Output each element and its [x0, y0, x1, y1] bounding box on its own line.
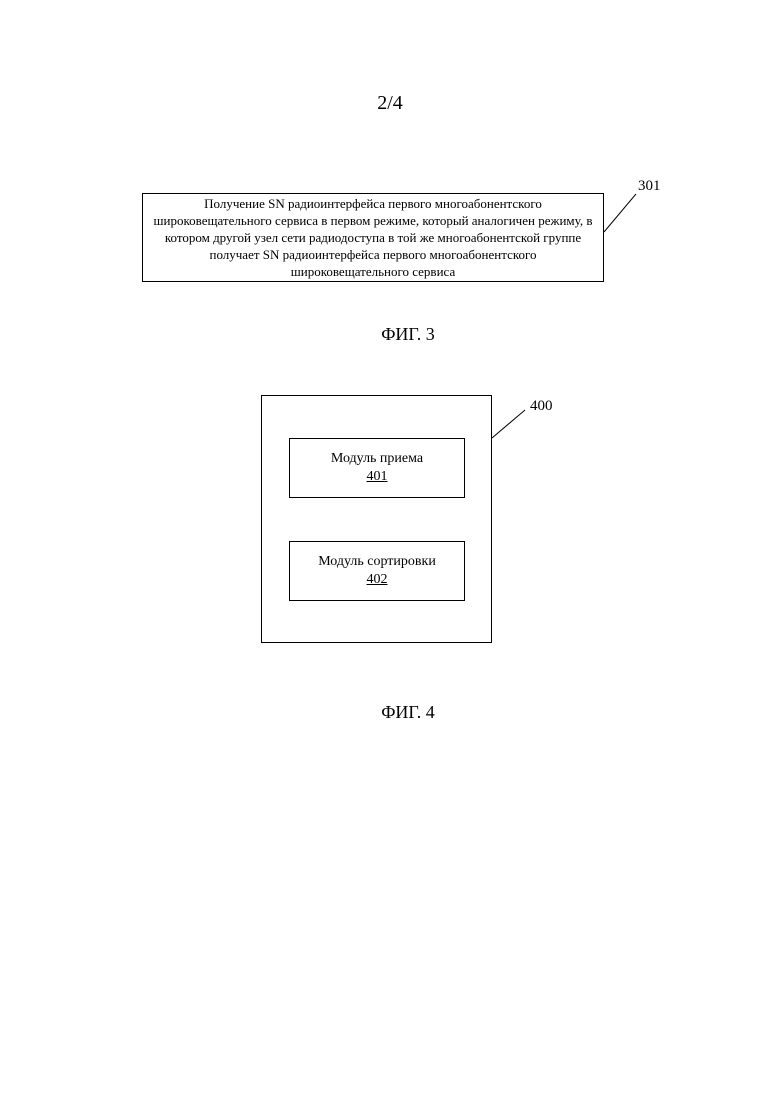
- ref-label-400: 400: [530, 398, 553, 415]
- device-box-400: [261, 395, 492, 643]
- leader-line-400: [492, 410, 525, 438]
- module-401-label: Модуль приема: [331, 450, 423, 468]
- module-402-ref: 402: [367, 571, 388, 589]
- fig4-caption: ФИГ. 4: [308, 702, 508, 723]
- module-sort-402: Модуль сортировки 402: [289, 541, 465, 601]
- ref-label-301: 301: [638, 178, 661, 195]
- step-box-301: Получение SN радиоинтерфейса первого мно…: [142, 193, 604, 282]
- step-box-301-text: Получение SN радиоинтерфейса первого мно…: [149, 195, 597, 280]
- leader-line-301: [604, 194, 636, 232]
- module-402-label: Модуль сортировки: [318, 553, 436, 571]
- module-401-ref: 401: [367, 468, 388, 486]
- module-receive-401: Модуль приема 401: [289, 438, 465, 498]
- fig3-caption: ФИГ. 3: [308, 324, 508, 345]
